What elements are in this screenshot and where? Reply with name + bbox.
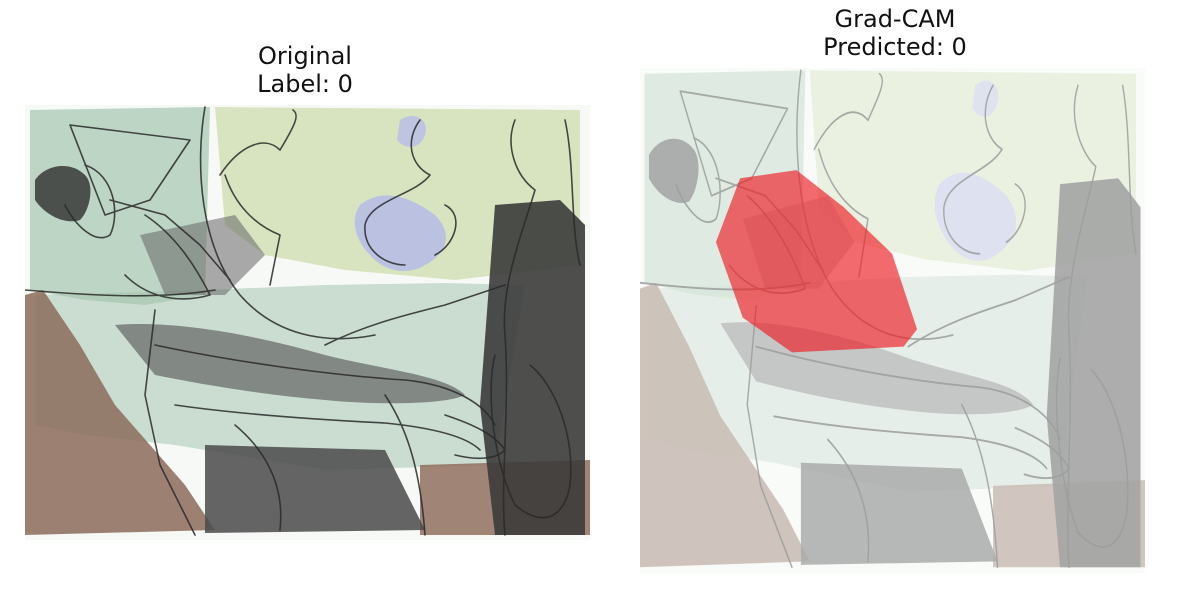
original-image: [25, 105, 590, 540]
original-drawing: [25, 105, 590, 540]
gradcam-title: Grad-CAM Predicted: 0: [795, 5, 995, 61]
original-title-text: Original: [258, 42, 352, 70]
original-title: Original Label: 0: [205, 42, 405, 98]
original-label-text: Label: 0: [257, 70, 353, 98]
gradcam-heatmap-region: [715, 170, 918, 353]
gradcam-drawing: [640, 68, 1145, 573]
gradcam-title-text: Grad-CAM: [834, 5, 956, 33]
gradcam-image: [640, 68, 1145, 573]
gradcam-predicted-text: Predicted: 0: [823, 33, 967, 61]
